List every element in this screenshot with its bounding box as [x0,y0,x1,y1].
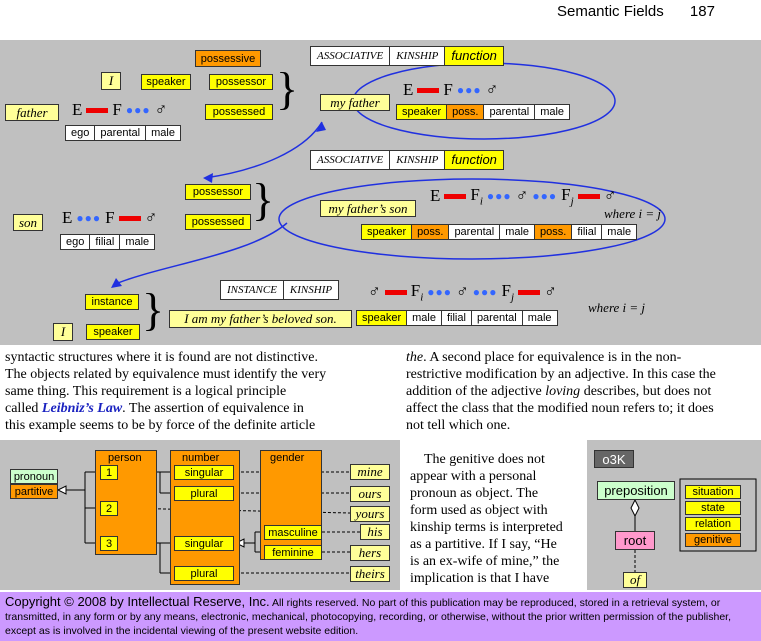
state-item: state [685,501,741,515]
page-number: 187 [689,3,715,20]
my-fathers-son-formula: E Fi●●● ♂●●● Fj ♂ [430,185,617,208]
text-left-column: syntactic structures where it is found a… [5,350,327,433]
my-father-formula: E F●●● ♂ [403,80,499,99]
brace-3: } [142,284,165,335]
i-box: I [101,72,121,90]
beloved-box: I am my father’s beloved son. [169,310,352,328]
genitive-item: genitive [685,533,741,547]
possessed-box: possessed [205,104,273,120]
gender-column [260,450,322,560]
associative-header-2: Associative Kinship function [310,150,504,170]
ego-row: ego parental male [65,125,181,141]
leibniz-law: Leibniz’s Law [41,401,123,416]
singular-3: singular [174,536,234,551]
possessor-box: possessor [209,74,273,90]
my-father-box: my father [320,94,390,111]
ours-box: ours [350,486,390,502]
possessor-box-2: possessor [185,184,251,200]
o3k-figure: o3K preposition root of situation state … [587,440,761,590]
pronoun-figure: pronoun partitive person number gender 1… [0,440,400,590]
person-2: 2 [100,501,118,516]
situation-item: situation [685,485,741,499]
plural-3: plural [174,566,234,581]
number-label: number [182,452,220,464]
feminine: feminine [264,545,322,560]
person-1: 1 [100,465,118,480]
hers-box: hers [350,545,390,561]
o3k-tab: o3K [594,450,634,468]
mine-box: mine [350,464,390,480]
pronoun-box: pronoun [10,469,58,484]
where-note-2: where i = j [588,300,646,315]
masculine: masculine [264,525,322,540]
i-box-2: I [53,323,73,341]
copyright-notice: Copyright © 2008 by Intellectual Reserve… [5,594,270,609]
my-fathers-son-box: my father’s son [320,200,416,217]
kinship-figure: possessive Associative Kinship function … [0,40,761,345]
possessive-box: possessive [195,50,261,67]
yours-box: yours [350,506,390,522]
his-box: his [360,524,390,540]
person-3: 3 [100,536,118,551]
partitive-box: partitive [10,484,58,499]
theirs-box: theirs [350,566,390,582]
my-father-row: speaker poss. parental male [396,104,571,120]
father-box: father [5,104,59,121]
son-row: ego filial male [60,234,156,250]
my-fathers-son-row: speaker poss. parental male poss. filial… [361,224,638,240]
beloved-formula: ♂ Fi●●● ♂●●● Fj ♂ [368,281,557,304]
son-box: son [13,214,43,231]
rights-text: All rights reserved. No part of this pub… [5,597,732,637]
o3k-lines [630,478,757,574]
root-box: root [615,531,655,550]
father-formula: E F●●● ♂ [72,100,168,119]
speaker-box-2: speaker [86,324,140,340]
instance-box: instance [85,294,139,310]
preposition-box: preposition [597,481,675,500]
copyright-footer: Copyright © 2008 by Intellectual Reserve… [0,592,761,641]
associative-header-1: Associative Kinship function [310,46,504,66]
person-label: person [108,452,142,464]
singular-1: singular [174,465,234,480]
text-right-column: the. A second place for equivalence is i… [406,350,716,433]
instance-header: Instance Kinship [220,280,340,300]
son-formula: E●●● F ♂ [62,208,158,227]
text-mid-column: The genitive does not appear with a pers… [410,452,563,586]
of-box: of [623,572,647,588]
beloved-row: speaker male filial parental male [356,310,558,326]
plural-1: plural [174,486,234,501]
running-header: Semantic Fields 187 [557,3,715,20]
where-note: where i = j [604,206,662,221]
relation-item: relation [685,517,741,531]
gender-label: gender [270,452,305,464]
possessed-box-2: possessed [185,214,251,230]
brace-2: } [252,174,275,225]
header-title: Semantic Fields [557,3,664,20]
speaker-box: speaker [141,74,191,90]
brace-1: } [276,63,299,114]
